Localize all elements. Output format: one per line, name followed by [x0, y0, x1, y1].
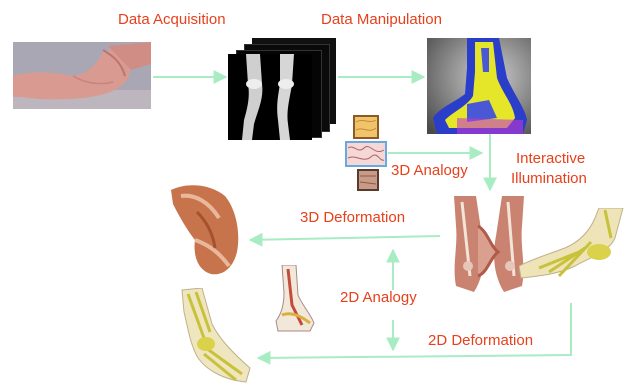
texture-swatches [344, 114, 388, 192]
skeleton-foot-right [519, 208, 625, 288]
illuminated-feet [448, 196, 530, 296]
segmented-foot [427, 38, 531, 134]
arrow-3d-deformation [250, 236, 440, 240]
foot-illustration-2d [272, 265, 318, 333]
foot-photo [13, 42, 151, 109]
muscle-foot-3d [167, 182, 247, 278]
xray-stack [228, 38, 338, 140]
skeleton-foot-left [176, 288, 254, 385]
